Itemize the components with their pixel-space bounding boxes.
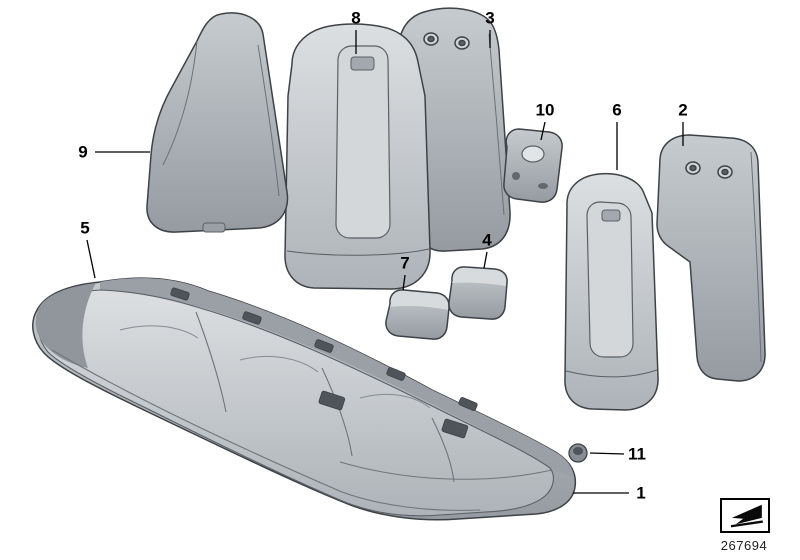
leader-line-10	[540, 121, 546, 141]
callout-9[interactable]: 9	[78, 142, 88, 162]
part-2-backrest-frame-right	[656, 134, 766, 382]
part-8-backrest-cushion-left	[284, 23, 431, 290]
callout-1[interactable]: 1	[636, 483, 646, 503]
leader-lines	[86, 30, 684, 494]
part-9-side-trim-panel	[146, 12, 289, 233]
leader-line-7	[402, 274, 406, 291]
callout-6[interactable]: 6	[612, 100, 622, 120]
part-6-backrest-cushion-right	[564, 172, 659, 411]
leader-line-5	[86, 239, 96, 279]
callout-5[interactable]: 5	[80, 218, 90, 238]
part-7-foam-pad	[385, 289, 450, 340]
drawing-number: 267694	[720, 538, 768, 553]
callout-4[interactable]: 4	[482, 230, 492, 250]
direction-arrow-icon	[730, 504, 763, 528]
callout-7[interactable]: 7	[400, 253, 410, 273]
leader-line-4	[483, 251, 488, 269]
callout-2[interactable]: 2	[678, 100, 688, 120]
callout-3[interactable]: 3	[485, 8, 495, 28]
leader-line-11	[589, 452, 625, 455]
part-5-seat-cushion	[32, 277, 577, 521]
direction-indicator-box	[720, 498, 770, 533]
part-11-fastener	[568, 443, 588, 463]
part-4-foam-pad	[448, 266, 508, 320]
callout-11[interactable]: 11	[628, 444, 646, 464]
part-10-bracket	[503, 128, 563, 203]
callout-10[interactable]: 10	[535, 100, 555, 120]
callout-8[interactable]: 8	[351, 8, 361, 28]
